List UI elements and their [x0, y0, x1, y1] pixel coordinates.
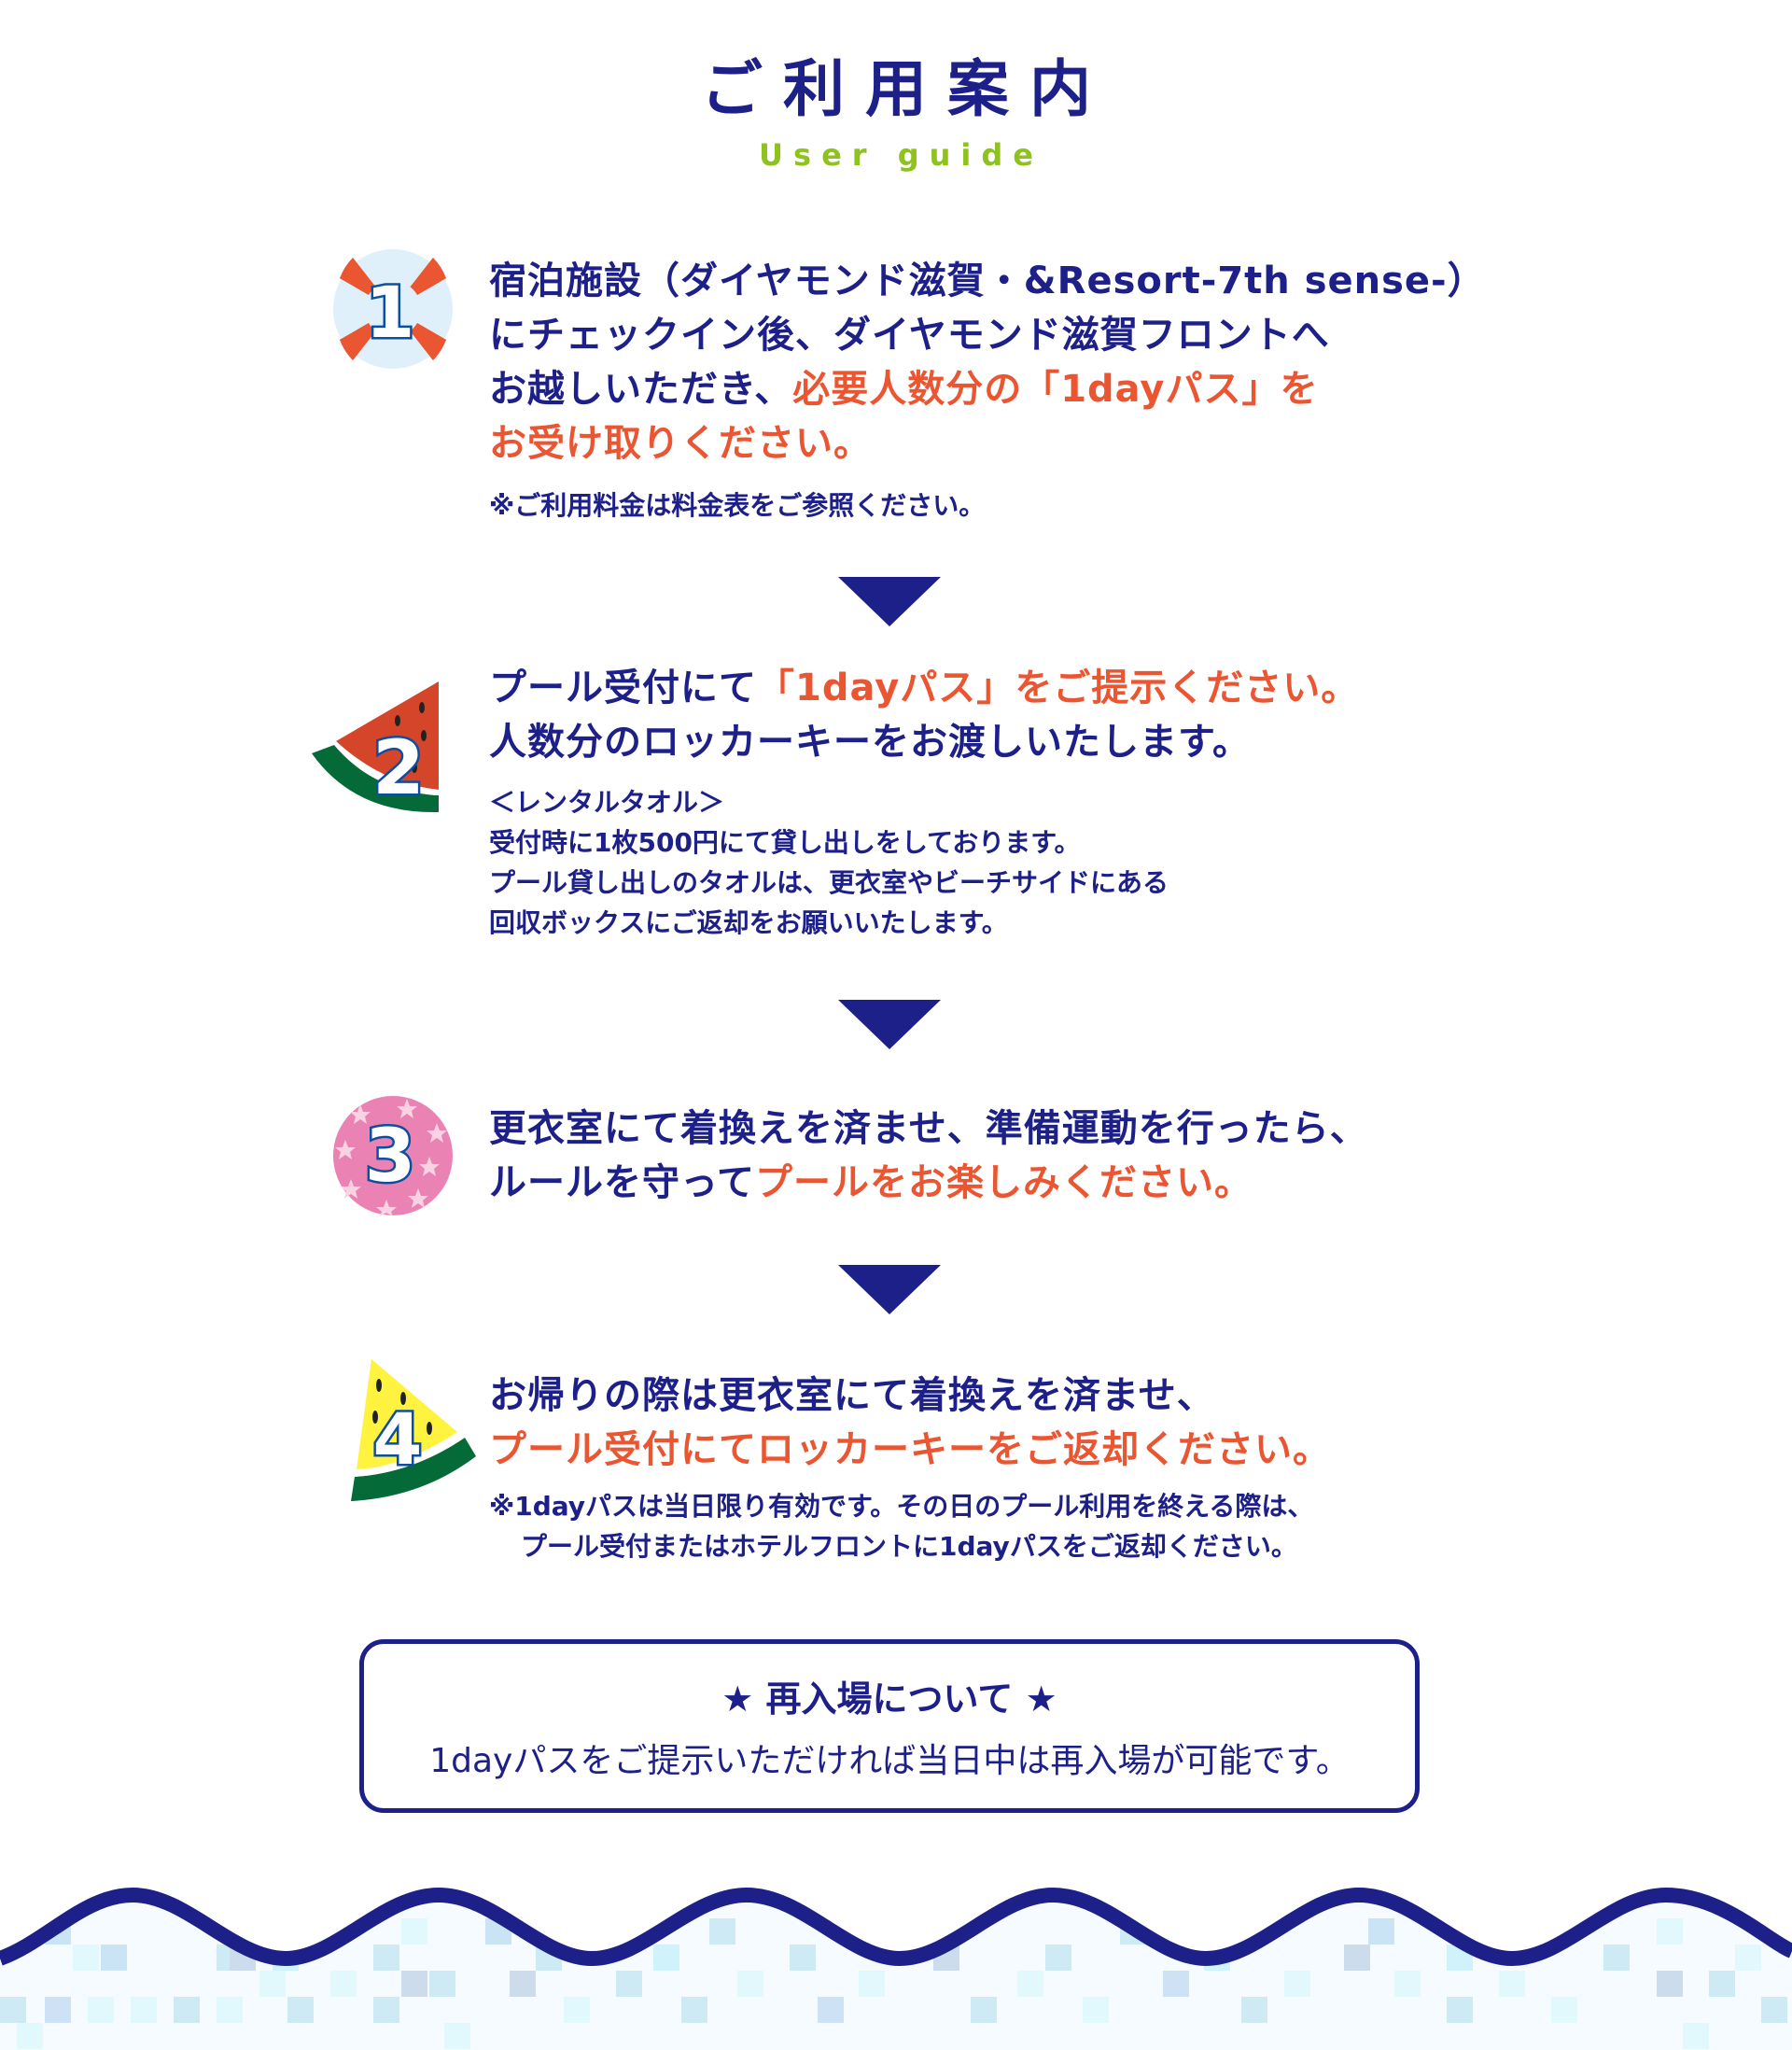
step-number: 3: [365, 1115, 415, 1199]
star-circle-icon: 3: [333, 1096, 453, 1216]
reentry-title: ★ 再入場について ★: [721, 1678, 1057, 1720]
page-subtitle: User guide: [759, 137, 1043, 173]
page-title: ご利用案内: [701, 53, 1112, 125]
step-4-line-1: お帰りの際は更衣室にて着換えを済ませ、: [489, 1374, 1215, 1417]
lifebuoy-icon: 1: [333, 249, 453, 369]
step-4-note-1: ※1dayパスは当日限り有効です。その日のプール利用を終える際は、: [489, 1491, 1314, 1522]
watermelon-yellow-icon: 4: [351, 1359, 476, 1501]
step-1-text: 宿泊施設（ダイヤモンド滋賀・&Resort-7th sense-） にチェックイ…: [489, 254, 1486, 526]
rental-towel-note-3: 回収ボックスにご返却をお願いいたします。: [489, 907, 1008, 938]
step-1-line-4: お受け取りください。: [489, 422, 872, 465]
step-1-line-2: にチェックイン後、ダイヤモンド滋賀フロントへ: [489, 314, 1330, 357]
rental-towel-notes: ＜レンタルタオル＞ 受付時に1枚500円にて貸し出しをしております。 プール貸し…: [489, 782, 1359, 943]
step-2-line-2: 人数分のロッカーキーをお渡しいたします。: [489, 721, 1251, 764]
step-1-line-3: お越しいただき、必要人数分の「1dayパス」を: [489, 368, 1319, 411]
step-4-text: お帰りの際は更衣室にて着換えを済ませ、 プール受付にてロッカーキーをご返却くださ…: [489, 1369, 1331, 1566]
wave-decoration: [0, 1887, 1792, 2050]
down-arrow-icon: [838, 1265, 941, 1314]
step-number: 2: [372, 724, 425, 811]
rental-towel-heading: ＜レンタルタオル＞: [489, 787, 725, 818]
step-4-line-2: プール受付にてロッカーキーをご返却ください。: [489, 1428, 1331, 1471]
step-1-note: ※ご利用料金は料金表をご参照ください。: [489, 490, 986, 521]
step-number: 1: [366, 271, 415, 354]
reentry-body: 1dayパスをご提示いただければ当日中は再入場が可能です。: [429, 1742, 1350, 1780]
reentry-info-box: ★ 再入場について ★ 1dayパスをご提示いただければ当日中は再入場が可能です…: [359, 1639, 1420, 1813]
step-4-note-2: プール受付またはホテルフロントに1dayパスをご返却ください。: [521, 1531, 1297, 1562]
down-arrow-icon: [838, 1000, 941, 1049]
step-4-notes: ※1dayパスは当日限り有効です。その日のプール利用を終える際は、 プール受付ま…: [489, 1486, 1331, 1566]
step-3-text: 更衣室にて着換えを済ませ、準備運動を行ったら、 ルールを守ってプールをお楽しみく…: [489, 1102, 1368, 1210]
watermelon-red-icon: 2: [312, 681, 439, 814]
step-3-line-2: ルールを守ってプールをお楽しみください。: [489, 1161, 1253, 1204]
step-2-text: プール受付にて「1dayパス」をご提示ください。 人数分のロッカーキーをお渡しい…: [489, 661, 1359, 943]
step-2-line-1: プール受付にて「1dayパス」をご提示ください。: [489, 667, 1360, 709]
step-1-line-1: 宿泊施設（ダイヤモンド滋賀・&Resort-7th sense-）: [489, 260, 1486, 302]
step-number: 4: [373, 1397, 423, 1481]
down-arrow-icon: [838, 577, 941, 626]
rental-towel-note-1: 受付時に1枚500円にて貸し出しをしております。: [489, 827, 1081, 858]
rental-towel-note-2: プール貸し出しのタオルは、更衣室やビーチサイドにある: [489, 867, 1169, 898]
step-3-line-1: 更衣室にて着換えを済ませ、準備運動を行ったら、: [489, 1107, 1368, 1150]
